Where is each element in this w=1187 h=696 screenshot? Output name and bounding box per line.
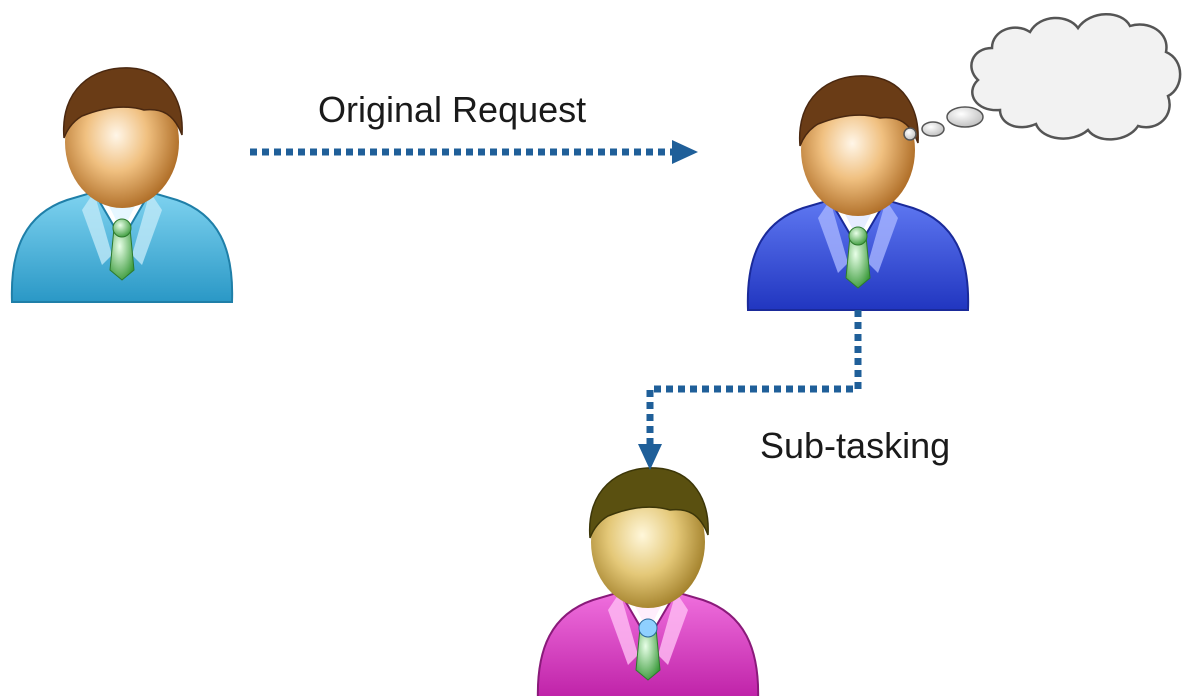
person-worker-icon: [536, 467, 760, 696]
sub-tasking-label: Sub-tasking: [760, 425, 951, 466]
thought-cloud-icon: [903, 13, 1182, 141]
person-manager-icon: [746, 75, 970, 311]
arrow-down-icon: [638, 310, 862, 470]
original-request-label: Original Request: [318, 89, 587, 130]
person-requester-icon: [10, 67, 234, 303]
arrow-right-icon: [250, 140, 698, 164]
